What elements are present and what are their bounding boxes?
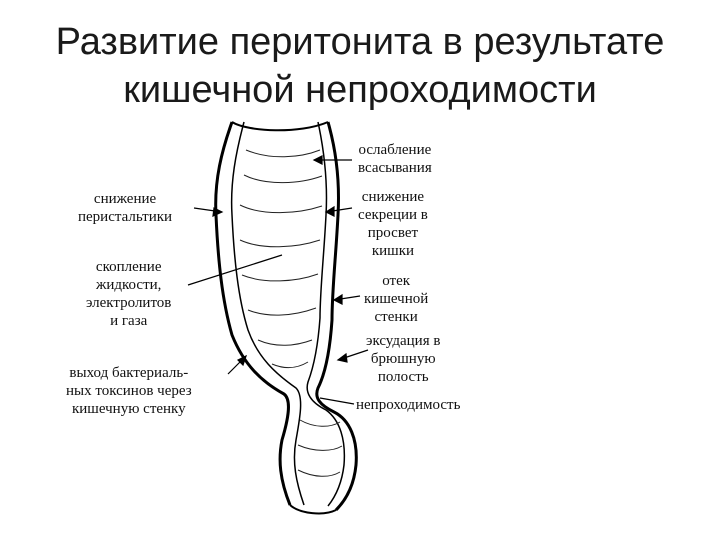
label-obstruction: непроходимость [356, 397, 461, 413]
label-wall-edema: отек кишечной стенки [364, 273, 429, 325]
pointer-obstruction [319, 397, 355, 405]
label-weakening-absorption: ослабление всасывания [358, 142, 432, 176]
intestine-outer-wall-right [315, 121, 358, 512]
intestine-outer-wall-left [214, 121, 292, 506]
pointer-lines [187, 155, 369, 405]
intestine-inner-wall-right [306, 121, 346, 507]
intestine-inner-wall-left [230, 121, 305, 506]
label-toxin-release: выход бактериаль- ных токсинов через киш… [66, 365, 192, 417]
label-exudation: эксудация в брюшную полость [366, 333, 441, 385]
intestine-top-opening [231, 121, 329, 132]
intestine-folds [239, 149, 343, 477]
title-line-1: Развитие перитонита в результате [55, 21, 665, 63]
slide-title: Развитие перитонита в результате кишечно… [0, 18, 720, 114]
label-reduced-peristalsis: снижение перистальтики [78, 191, 173, 225]
title-line-2: кишечной непроходимости [123, 69, 597, 111]
intestine-bottom-opening [289, 504, 337, 515]
pointer-fluid-accumulation [187, 254, 283, 286]
label-reduced-secretion: снижение секреции в просвет кишки [358, 189, 428, 259]
label-fluid-accumulation: скопление жидкости, электролитов и газа [86, 259, 172, 329]
